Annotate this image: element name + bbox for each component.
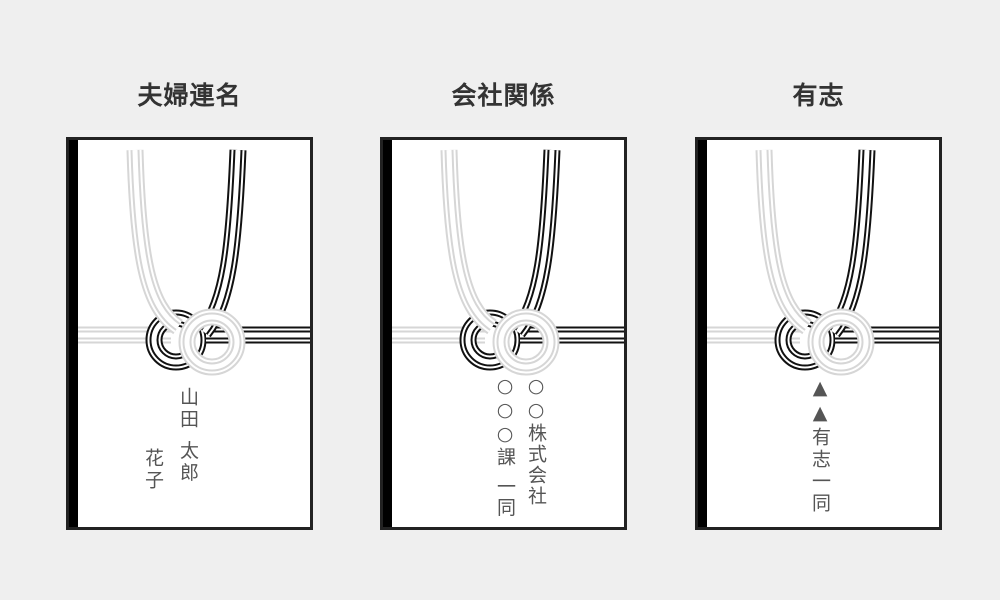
envelope-border xyxy=(695,137,942,530)
envelope-border xyxy=(66,137,313,530)
title-couple: 夫婦連名 xyxy=(137,81,242,110)
envelope-border xyxy=(380,137,627,530)
white-cord-loop xyxy=(184,314,240,370)
name-line-1: 山田 太郎 xyxy=(177,387,199,485)
name-line-1: ▲▲有志一同 xyxy=(809,377,831,515)
white-cord xyxy=(761,149,809,330)
name-line-2: 花子 xyxy=(142,448,164,492)
mizuhiki-envelope-illustration xyxy=(380,137,627,530)
envelope-company: ○○株式会社 ○○○課 一同 xyxy=(380,137,627,530)
title-volunteers: 有志 xyxy=(792,81,845,110)
mizuhiki-envelope-illustration xyxy=(66,137,313,530)
envelope-couple: 山田 太郎 花子 xyxy=(66,137,313,530)
envelope-volunteers: ▲▲有志一同 xyxy=(695,137,942,530)
mizuhiki-envelope-illustration xyxy=(695,137,942,530)
name-line-1: ○○株式会社 xyxy=(525,375,547,507)
white-cord-loop xyxy=(498,314,554,370)
name-line-2: ○○○課 一同 xyxy=(494,375,516,519)
white-cord xyxy=(446,149,494,330)
white-cord xyxy=(132,149,180,330)
white-cord-loop xyxy=(813,314,869,370)
title-company: 会社関係 xyxy=(451,81,556,110)
